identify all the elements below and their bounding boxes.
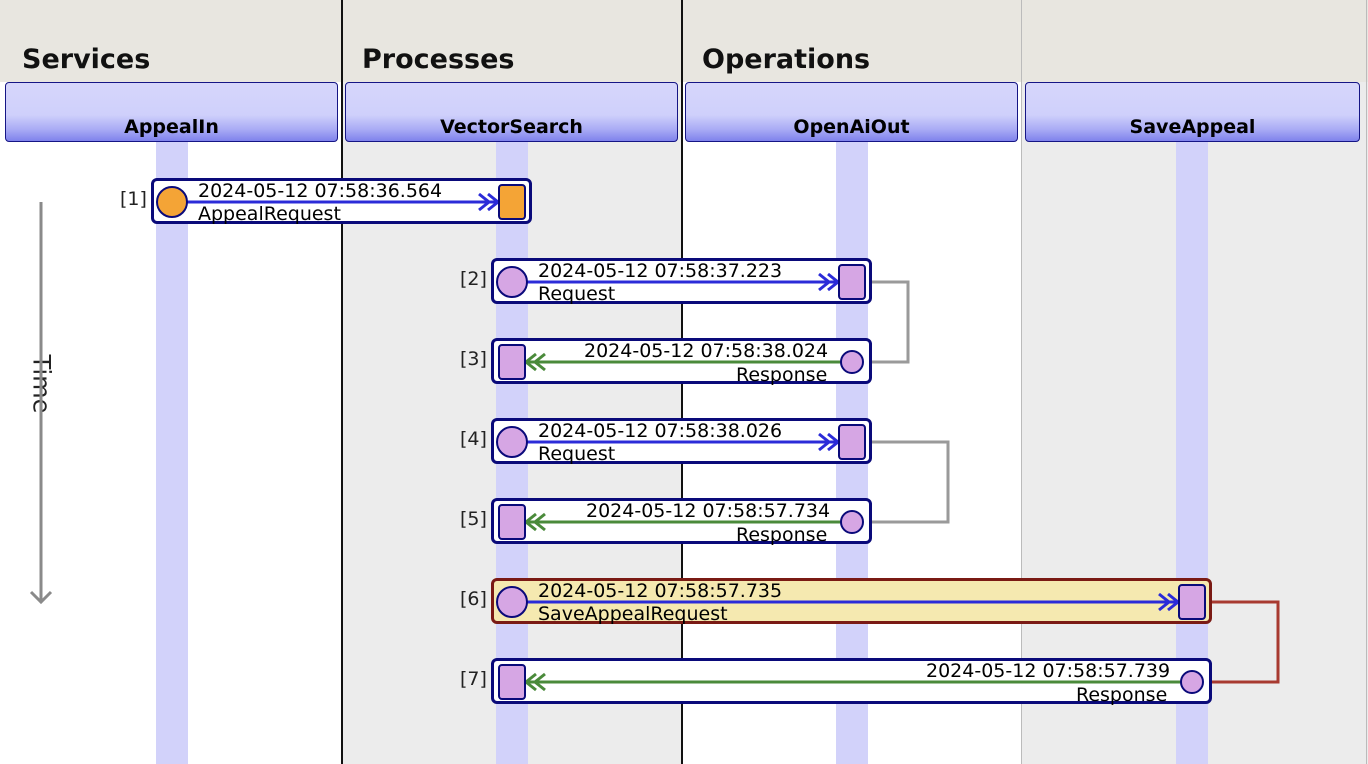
target-marker [498, 344, 526, 380]
arrow-head [532, 512, 546, 532]
column-title-processes: Processes [362, 44, 515, 75]
arrow-head [532, 352, 546, 372]
lane-label: AppealIn [124, 116, 219, 138]
lane-header-saveappeal[interactable]: SaveAppeal [1025, 82, 1360, 142]
lane-header-vectorsearch[interactable]: VectorSearch [345, 82, 678, 142]
message-time-5: 2024-05-12 07:58:57.734 [586, 500, 831, 522]
lane-header-openaiout[interactable]: OpenAiOut [685, 82, 1018, 142]
operations-header [683, 0, 1368, 82]
message-number-6: [6] [460, 588, 487, 610]
request-response-connector [1212, 600, 1280, 684]
target-marker [498, 184, 526, 220]
source-marker [156, 186, 188, 218]
lane-label: VectorSearch [440, 116, 583, 138]
source-marker [496, 426, 528, 458]
message-number-4: [4] [460, 428, 487, 450]
message-time-1: 2024-05-12 07:58:36.564 [198, 180, 443, 202]
message-name-3: Response [736, 364, 828, 386]
time-axis-arrow [29, 202, 53, 605]
message-name-2: Request [538, 283, 616, 305]
column-title-services: Services [22, 44, 151, 75]
lane-label: OpenAiOut [793, 116, 910, 138]
source-marker [840, 510, 864, 534]
message-time-7: 2024-05-12 07:58:57.739 [926, 660, 1171, 682]
message-name-5: Response [736, 524, 828, 546]
message-name-6: SaveAppealRequest [538, 603, 728, 625]
request-response-connector [872, 440, 950, 524]
column-divider [341, 0, 343, 764]
source-marker [840, 350, 864, 374]
column-title-operations: Operations [702, 44, 871, 75]
processes-header [343, 0, 681, 82]
target-marker [1178, 584, 1206, 620]
arrow-head [1158, 592, 1172, 612]
message-number-3: [3] [460, 348, 487, 370]
source-marker [496, 266, 528, 298]
arrow-head [478, 192, 492, 212]
arrow-head [818, 272, 832, 292]
message-number-1: [1] [120, 188, 147, 210]
message-name-7: Response [1076, 684, 1168, 706]
lane-label: SaveAppeal [1129, 116, 1256, 138]
target-marker [838, 424, 866, 460]
target-marker [498, 504, 526, 540]
message-number-7: [7] [460, 668, 487, 690]
lifeline-appealin [156, 142, 188, 764]
frame-edge [1366, 0, 1367, 764]
source-marker [1180, 670, 1204, 694]
lane-header-appealin[interactable]: AppealIn [5, 82, 338, 142]
arrow-head [532, 672, 546, 692]
target-marker [838, 264, 866, 300]
source-marker [496, 586, 528, 618]
arrow-head [818, 432, 832, 452]
message-time-6: 2024-05-12 07:58:57.735 [538, 580, 783, 602]
services-header [0, 0, 341, 82]
message-time-4: 2024-05-12 07:58:38.026 [538, 420, 783, 442]
message-name-1: AppealRequest [198, 203, 341, 225]
lane-divider [1021, 0, 1022, 764]
message-time-3: 2024-05-12 07:58:38.024 [584, 340, 829, 362]
request-response-connector [872, 280, 910, 364]
target-marker [498, 664, 526, 700]
message-name-4: Request [538, 443, 616, 465]
message-number-2: [2] [460, 268, 487, 290]
message-number-5: [5] [460, 508, 487, 530]
message-time-2: 2024-05-12 07:58:37.223 [538, 260, 783, 282]
